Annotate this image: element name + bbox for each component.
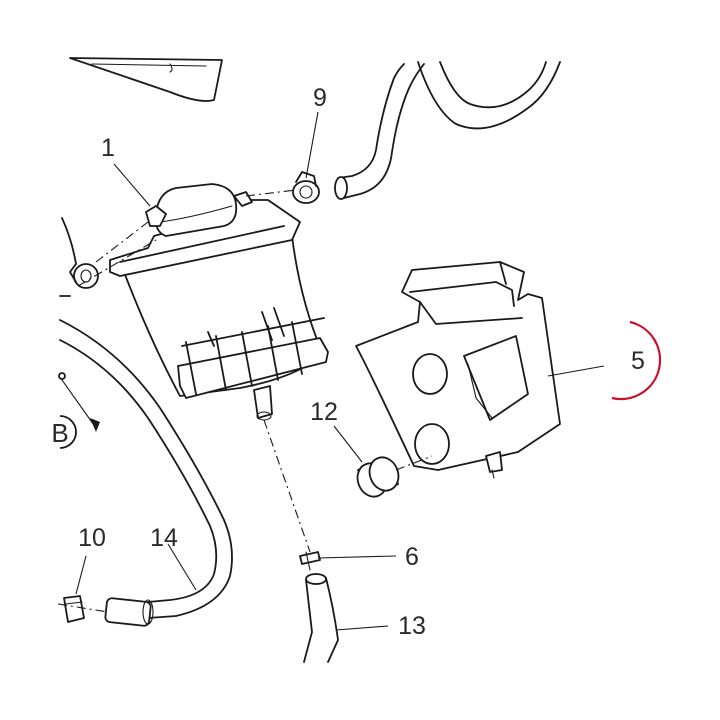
lower-left-hose — [59, 295, 233, 627]
hose-clip-left — [61, 217, 99, 289]
callout-9: 9 — [313, 84, 327, 112]
fluid-reservoir — [109, 183, 329, 421]
callout-5-highlight-ring — [611, 320, 662, 401]
upper-hose — [334, 61, 561, 200]
callout-6: 6 — [405, 543, 419, 571]
assembly-lines — [77, 189, 311, 553]
grommet-12 — [356, 455, 433, 498]
cover-panel-fragment — [69, 57, 223, 102]
callout-1: 1 — [101, 134, 115, 162]
callout-5: 5 — [631, 347, 645, 375]
callout-14: 14 — [150, 524, 178, 552]
reservoir-bracket — [355, 261, 561, 479]
view-marker-label: B — [51, 418, 68, 448]
leader-lines — [75, 111, 605, 631]
hose-clip-9 — [292, 171, 320, 204]
callout-12: 12 — [310, 398, 338, 426]
callout-10: 10 — [78, 524, 106, 552]
callout-13: 13 — [398, 612, 426, 640]
hose-clip-10 — [57, 595, 109, 623]
hose-clip-6 — [299, 551, 321, 571]
lower-hose — [303, 573, 339, 663]
view-marker-b: B — [36, 372, 100, 454]
